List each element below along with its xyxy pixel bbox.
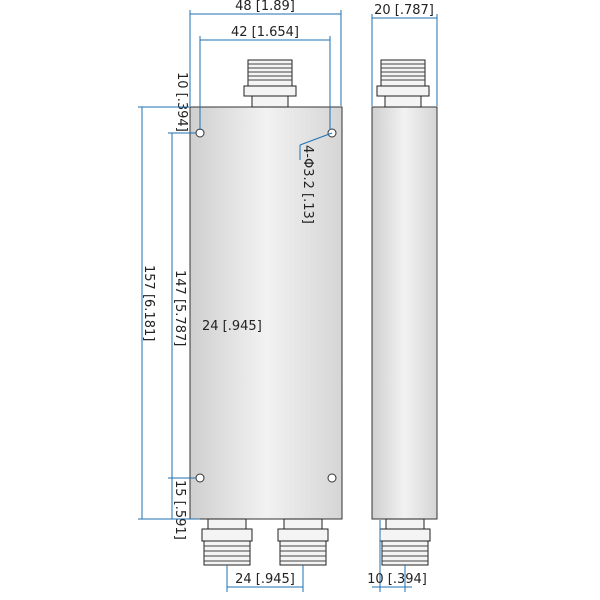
- front-body: [189, 106, 343, 520]
- center-label: 24 [.945]: [202, 319, 262, 334]
- dim-overall-height-text: 157 [6.181]: [141, 265, 156, 341]
- dim-side-width: 20 [.787]: [371, 3, 438, 106]
- mount-hole-top-left: [195, 128, 205, 138]
- side-bottom-connector: [379, 518, 431, 566]
- dim-hole-height-text: 147 [5.787]: [172, 270, 187, 346]
- front-view: 48 [1.89] 42 [1.654] 10 [.394] 157 [6.18…: [138, 0, 343, 592]
- dim-output-spacing-text: 24 [.945]: [235, 572, 295, 587]
- dim-overall-width-text: 48 [1.89]: [235, 0, 295, 14]
- side-body: [371, 106, 438, 520]
- side-view: 20 [.787] 10 [.394]: [367, 3, 438, 592]
- dim-hole-width-text: 42 [1.654]: [231, 25, 299, 40]
- dim-overall-height: 157 [6.181]: [138, 106, 200, 520]
- bottom-connector-left: [201, 518, 253, 566]
- mount-hole-bottom-left: [195, 473, 205, 483]
- dim-bottom-offset: 15 [.591]: [171, 478, 187, 540]
- dim-output-spacing: 24 [.945]: [226, 565, 304, 592]
- dim-overall-width: 48 [1.89]: [189, 0, 342, 106]
- mount-hole-bottom-right: [327, 473, 337, 483]
- dim-bottom-offset-text: 15 [.591]: [172, 480, 187, 540]
- dim-mount-holes: 4-Φ3.2 [.13]: [299, 132, 333, 224]
- bottom-connector-right: [277, 518, 329, 566]
- top-connector: [243, 59, 297, 108]
- dim-side-bottom-offset: 10 [.394]: [367, 520, 427, 592]
- dim-side-bottom-offset-text: 10 [.394]: [367, 572, 427, 587]
- dim-hole-width: 42 [1.654]: [199, 25, 331, 130]
- side-top-connector: [376, 59, 430, 108]
- dim-hole-height: 147 [5.787]: [168, 133, 196, 479]
- dim-side-width-text: 20 [.787]: [374, 3, 434, 18]
- dim-top-offset-text: 10 [.394]: [174, 72, 189, 132]
- dim-mount-holes-text: 4-Φ3.2 [.13]: [300, 145, 315, 224]
